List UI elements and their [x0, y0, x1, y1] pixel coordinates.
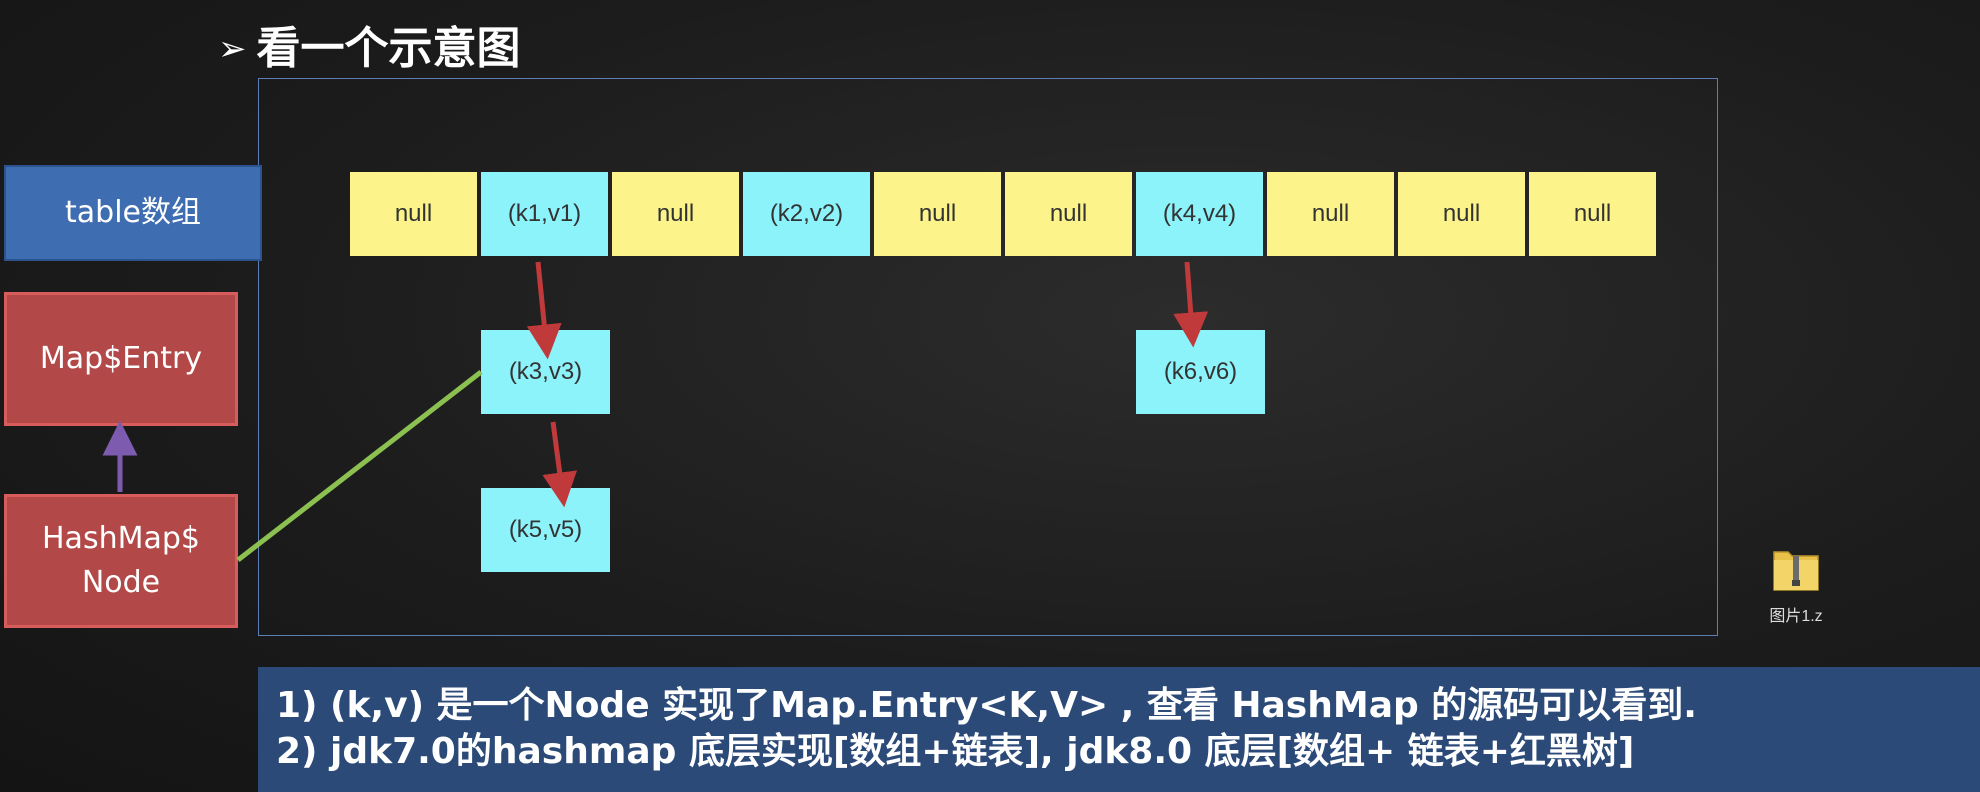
map-entry-box: Map$Entry	[4, 292, 238, 426]
table-cell-3: (k2,v2)	[743, 172, 870, 256]
table-cell-7: null	[1267, 172, 1394, 256]
node-type-connector	[236, 370, 483, 562]
bullet-arrow-icon: ➢	[218, 29, 247, 69]
zip-file-label[interactable]: 图片1.z	[1769, 608, 1823, 625]
slide-title-text: 看一个示意图	[256, 23, 521, 74]
table-cell-4: null	[874, 172, 1001, 256]
chain-node-k6: (k6,v6)	[1136, 330, 1265, 414]
table-cell-2: null	[612, 172, 739, 256]
table-cell-1: (k1,v1)	[481, 172, 608, 256]
table-cell-0: null	[350, 172, 477, 256]
note-line-2: 2) jdk7.0的hashmap 底层实现[数组+链表], jdk8.0 底层…	[276, 731, 1635, 772]
note-line-1: 1) (k,v) 是一个Node 实现了Map.Entry<K,V> , 查看 …	[276, 685, 1697, 726]
notes-panel: 1) (k,v) 是一个Node 实现了Map.Entry<K,V> , 查看 …	[258, 667, 1980, 792]
hashmap-node-line1: HashMap$	[42, 521, 200, 556]
link-arrow-k3-k5	[542, 421, 578, 508]
zip-file-icon[interactable]	[1768, 540, 1824, 596]
hashmap-node-box: HashMap$ Node	[4, 494, 238, 628]
table-array-label: table数组	[4, 165, 262, 261]
link-arrow-k1-k3	[526, 261, 562, 360]
table-cell-6: (k4,v4)	[1136, 172, 1263, 256]
diagram-frame	[258, 78, 1718, 636]
table-cell-9: null	[1529, 172, 1656, 256]
slide-title: ➢看一个示意图	[218, 12, 521, 74]
link-arrow-k4-k6	[1173, 261, 1209, 348]
table-cell-5: null	[1005, 172, 1132, 256]
hashmap-node-line2: Node	[81, 565, 161, 600]
table-cell-8: null	[1398, 172, 1525, 256]
